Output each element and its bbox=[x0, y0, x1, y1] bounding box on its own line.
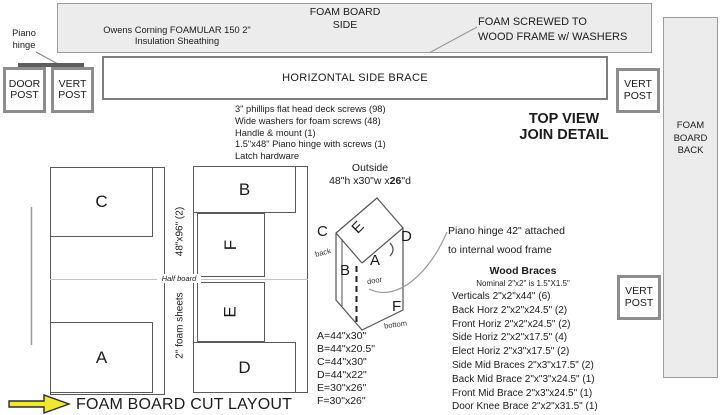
horizontal-side-brace-label: HORIZONTAL SIDE BRACE bbox=[282, 72, 428, 84]
piano-hinge-bar bbox=[18, 63, 84, 67]
foam-screwed-note: FOAM SCREWED TO WOOD FRAME w/ WASHERS bbox=[478, 16, 628, 43]
list-item: Door Knee Brace 2"x2"x31.5" (1) bbox=[452, 401, 598, 413]
cut-piece-a: A bbox=[50, 322, 153, 393]
yellow-arrow-icon bbox=[8, 394, 72, 414]
foam-board-back-panel bbox=[663, 17, 718, 378]
half-board-note: Half board bbox=[157, 274, 201, 283]
list-item: Verticals 2"x2"x44" (6) bbox=[452, 291, 551, 302]
outside-dims-post: "d bbox=[401, 175, 411, 187]
wood-braces-title: Wood Braces bbox=[489, 265, 557, 277]
list-item: F=30"x26" bbox=[317, 395, 366, 407]
list-item: 3" phillips flat head deck screws (98) bbox=[235, 104, 386, 114]
foam-board-side-label: FOAM BOARD SIDE bbox=[309, 6, 381, 31]
vert-post-label: VERT POST bbox=[624, 285, 654, 309]
iso-label-a: A bbox=[370, 252, 381, 269]
iso-label-f: F bbox=[392, 298, 402, 315]
vert-post-box-left: VERT POST bbox=[51, 67, 94, 113]
piano-hinge-leader-line bbox=[35, 51, 59, 65]
wood-braces-subtitle: Nominal 2"x2" is 1.5"X1.5" bbox=[476, 279, 570, 288]
cut-piece-c: C bbox=[50, 167, 153, 237]
top-view-join-detail-title: TOP VIEW JOIN DETAIL bbox=[519, 111, 609, 143]
iso-top-edge-right bbox=[361, 227, 404, 264]
cut-piece-d-label: D bbox=[238, 357, 251, 377]
door-handle-icon bbox=[389, 242, 394, 257]
wood-braces-list: Verticals 2"x2"x44" (6) Back Horz 2"x2"x2… bbox=[452, 290, 598, 414]
iso-label-b: B bbox=[340, 262, 351, 279]
owens-corning-note: Owens Corning FOAMULAR 150 2" Insulation… bbox=[103, 25, 251, 46]
list-item: Handle & mount (1) bbox=[235, 127, 316, 138]
list-item: B=44"x20.5" bbox=[317, 343, 375, 355]
cut-piece-b: B bbox=[193, 166, 296, 213]
iso-box-drawing bbox=[335, 197, 448, 331]
list-item: Front Mid Brace 2"x3"x24.5" (1) bbox=[452, 387, 593, 399]
door-post-box: DOOR POST bbox=[3, 67, 46, 113]
list-item: Back Mid Brace 2"x"3"x24.5" (1) bbox=[452, 373, 595, 385]
list-item: Elect Horiz 2"x3"x17.5" (2) bbox=[452, 346, 570, 358]
horizontal-side-brace-box: HORIZONTAL SIDE BRACE bbox=[102, 56, 608, 100]
list-item: 1.5"x48" Piano hinge with screws (1) bbox=[235, 139, 386, 150]
cut-piece-e: E bbox=[197, 282, 265, 342]
foam-board-back-label: FOAM BOARD BACK bbox=[673, 120, 708, 156]
iso-label-c: C bbox=[317, 223, 328, 240]
foam-sheets-note: 2" foam sheets bbox=[174, 292, 186, 359]
foam-board-side-panel bbox=[57, 3, 652, 53]
vert-post-box-right-bottom: VERT POST bbox=[617, 275, 661, 320]
piece-sizes-list: A=44"x30"B=44"x20.5"C=44"x30"D=44"x22"E=… bbox=[317, 330, 375, 408]
list-item: Wide washers for foam screws (48) bbox=[235, 115, 381, 126]
vert-post-box-right-top: VERT POST bbox=[616, 68, 660, 113]
list-item: D=44"x22" bbox=[317, 369, 367, 381]
list-item: Side Horiz 2"x2"x17.5" (4) bbox=[452, 332, 568, 344]
list-item: Latch hardware bbox=[235, 151, 300, 161]
list-item: Side Mid Braces 2"x3"x17.5" (2) bbox=[452, 359, 594, 371]
screws-list: 3" phillips flat head deck screws (98)Wi… bbox=[235, 104, 386, 163]
list-item: E=30"x26" bbox=[317, 382, 367, 394]
iso-label-d: D bbox=[401, 228, 412, 245]
vert-post-label: VERT POST bbox=[623, 78, 653, 102]
cut-piece-a-label: A bbox=[95, 347, 108, 367]
hinge-note-leader-curve bbox=[368, 231, 448, 293]
iso-box-silhouette bbox=[335, 197, 404, 331]
vert-post-label: VERT POST bbox=[58, 77, 87, 101]
iso-top-edge-left bbox=[335, 232, 363, 264]
piano-hinge-label: Piano hinge bbox=[12, 28, 36, 50]
outside-dims-depth: 26 bbox=[389, 175, 402, 187]
cut-piece-f: F bbox=[197, 213, 265, 277]
cut-layout-title: FOAM BOARD CUT LAYOUT bbox=[76, 396, 293, 413]
door-post-label: DOOR POST bbox=[8, 77, 41, 101]
list-item: Front Horiz 2"x2"x24.5" (2) bbox=[452, 318, 571, 330]
outside-dimensions: 48"h x30"w x26"d bbox=[310, 175, 430, 187]
list-item: C=44"x30" bbox=[317, 356, 367, 368]
cut-piece-b-label: B bbox=[238, 179, 251, 199]
cut-piece-d: D bbox=[193, 342, 296, 393]
outside-dims-pre: 48"h x30"w x bbox=[329, 175, 390, 187]
list-item: A=44"x30" bbox=[317, 330, 367, 342]
outside-title: Outside bbox=[351, 162, 389, 174]
foam-screwed-leader-line bbox=[428, 26, 478, 54]
piano-hinge-42-note: Piano hinge 42" attached to internal woo… bbox=[448, 225, 565, 256]
cut-piece-c-label: C bbox=[95, 192, 108, 211]
list-item: Back Horz 2"x2"x24.5" (2) bbox=[452, 304, 568, 316]
